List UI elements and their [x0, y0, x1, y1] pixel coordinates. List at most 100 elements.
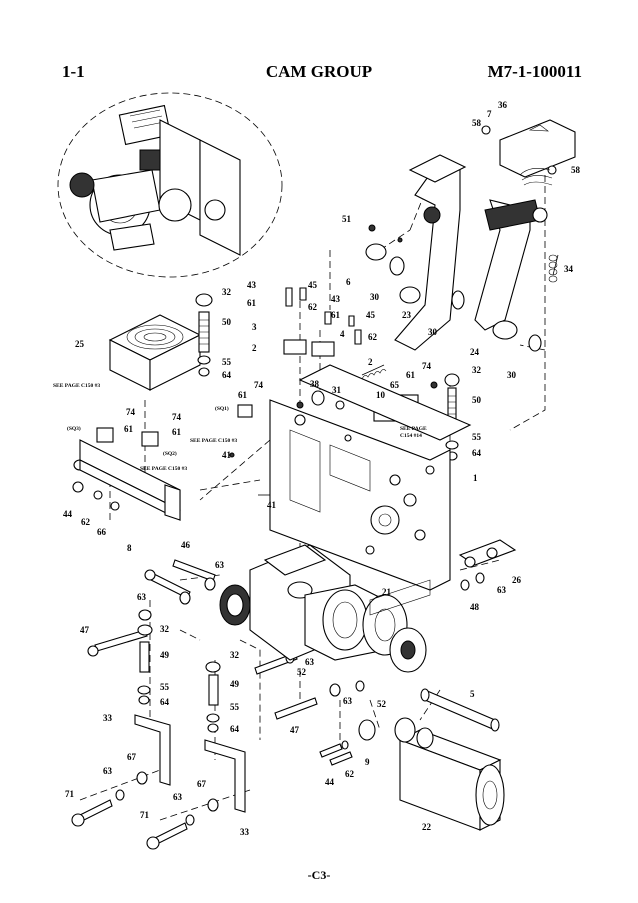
callout-52: 52 [297, 667, 307, 677]
callout-58: 58 [472, 118, 482, 128]
callout-10: 10 [376, 390, 386, 400]
bracket-8 [79, 439, 181, 521]
callout-62: 62 [81, 517, 91, 527]
callout-63: 63 [343, 696, 353, 706]
callout-71: 71 [65, 789, 75, 799]
gearbox-cam-assembly [219, 539, 517, 673]
sensor-label-sq3: (SQ3) [67, 425, 81, 432]
callout-8: 8 [127, 543, 132, 553]
page-number: -C3- [307, 868, 331, 882]
callout-41: 41 [222, 450, 232, 460]
callout-32: 32 [222, 287, 232, 297]
callout-64: 64 [222, 370, 232, 380]
callout-9: 9 [365, 757, 370, 767]
callout-30: 30 [507, 370, 517, 380]
callout-55: 55 [472, 432, 482, 442]
callout-22: 22 [422, 822, 432, 832]
callout-32: 32 [472, 365, 482, 375]
callout-61: 61 [124, 424, 134, 434]
callout-61: 61 [238, 390, 248, 400]
see-page-note: C154 #14 [400, 433, 422, 439]
shaft-5 [420, 688, 500, 732]
callout-67: 67 [127, 752, 137, 762]
sensor-label-sq1: (SQ1) [215, 405, 229, 412]
callout-65: 65 [390, 380, 400, 390]
callout-44: 44 [325, 777, 335, 787]
reference-notes: SEE PAGE C150 #3 SEE PAGE C150 #3 SEE PA… [53, 383, 427, 472]
callout-71: 71 [140, 810, 150, 820]
callout-63: 63 [305, 657, 315, 667]
callout-25: 25 [75, 339, 85, 349]
callout-61: 61 [247, 298, 257, 308]
callout-74: 74 [126, 407, 136, 417]
callout-3: 3 [252, 322, 257, 332]
callout-26: 26 [512, 575, 522, 585]
part-callouts: 36 7 58 58 51 6 30 23 30 24 30 34 43 45 … [63, 100, 581, 837]
see-page-note: SEE PAGE C150 #3 [53, 383, 100, 389]
callout-45: 45 [366, 310, 376, 320]
callout-33: 33 [103, 713, 113, 723]
callout-1: 1 [473, 473, 478, 483]
main-frame-plate [269, 364, 472, 591]
callout-61: 61 [172, 427, 182, 437]
callout-62: 62 [345, 769, 355, 779]
callout-61: 61 [406, 370, 416, 380]
callout-43: 43 [247, 280, 257, 290]
assembly-overview-inset [57, 92, 283, 278]
callout-30: 30 [370, 292, 380, 302]
callout-41: 41 [267, 500, 277, 510]
section-number: 1-1 [62, 62, 85, 81]
callout-63: 63 [103, 766, 113, 776]
callout-6: 6 [346, 277, 351, 287]
callout-31: 31 [332, 385, 342, 395]
callout-50: 50 [222, 317, 232, 327]
callout-64: 64 [160, 697, 170, 707]
callout-74: 74 [422, 361, 432, 371]
callout-44: 44 [63, 509, 73, 519]
callout-5: 5 [470, 689, 475, 699]
bracket-33 [134, 714, 246, 813]
callout-63: 63 [497, 585, 507, 595]
callout-47: 47 [80, 625, 90, 635]
callout-48: 48 [470, 602, 480, 612]
callout-32: 32 [230, 650, 240, 660]
callout-4: 4 [340, 329, 345, 339]
callout-21: 21 [382, 587, 392, 597]
cam-follower-arms [365, 119, 576, 352]
callout-50: 50 [472, 395, 482, 405]
callout-52: 52 [377, 699, 387, 709]
callout-64: 64 [230, 724, 240, 734]
sensor-label-sq2: (SQ2) [163, 450, 177, 457]
callout-58: 58 [571, 165, 581, 175]
callout-63: 63 [215, 560, 225, 570]
see-page-note: SEE PAGE C150 #3 [190, 438, 237, 444]
callout-30: 30 [428, 327, 438, 337]
callout-38: 38 [310, 379, 320, 389]
callout-67: 67 [197, 779, 207, 789]
fasteners [71, 311, 485, 850]
callout-36: 36 [498, 100, 508, 110]
callout-45: 45 [308, 280, 318, 290]
callout-63: 63 [137, 592, 147, 602]
callout-23: 23 [402, 310, 412, 320]
document-number: M7-1-100011 [487, 62, 582, 81]
callout-2: 2 [252, 343, 257, 353]
callout-62: 62 [308, 302, 318, 312]
callout-51: 51 [342, 214, 352, 224]
page-title: CAM GROUP [265, 62, 373, 81]
callout-7: 7 [487, 109, 492, 119]
callout-74: 74 [172, 412, 182, 422]
callout-62: 62 [368, 332, 378, 342]
callout-43: 43 [331, 294, 341, 304]
callout-74: 74 [254, 380, 264, 390]
callout-34: 34 [564, 264, 574, 274]
motor-22 [358, 717, 505, 831]
callout-49: 49 [230, 679, 240, 689]
see-page-note: SEE PAGE C150 #3 [140, 466, 187, 472]
callout-32: 32 [160, 624, 170, 634]
callout-66: 66 [97, 527, 107, 537]
callout-55: 55 [160, 682, 170, 692]
callout-63: 63 [173, 792, 183, 802]
callout-55: 55 [230, 702, 240, 712]
